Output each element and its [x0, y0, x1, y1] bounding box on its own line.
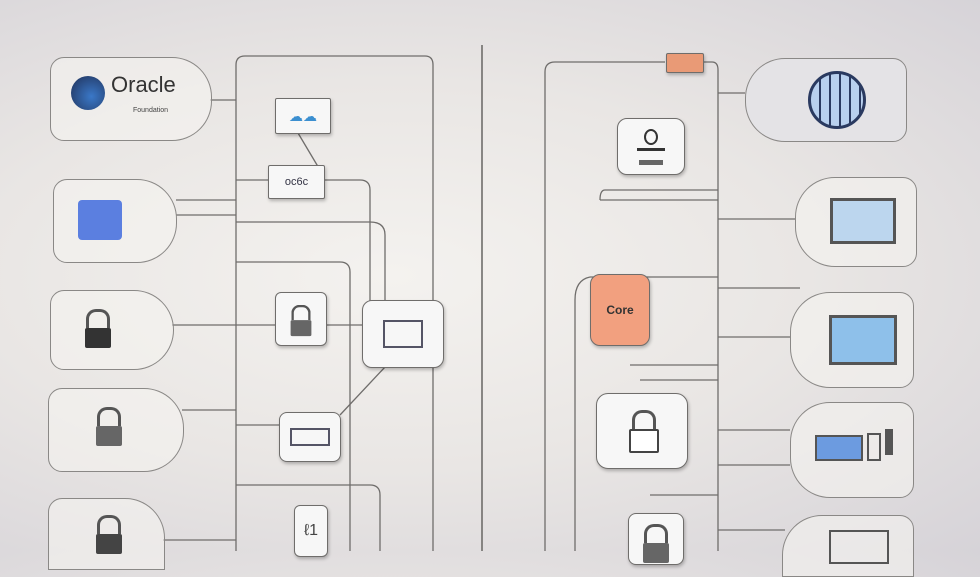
lock-icon	[290, 304, 312, 337]
node-label: oc6c	[284, 176, 309, 188]
laptop-card-1[interactable]	[795, 177, 917, 267]
lock-node[interactable]	[275, 292, 327, 346]
server-icon	[78, 200, 122, 240]
orange-tag[interactable]	[666, 53, 704, 73]
brand-name: Oracle	[111, 72, 176, 97]
file-icon: ℓ1	[303, 522, 319, 539]
connector-lines	[163, 45, 800, 551]
devices-card[interactable]	[790, 402, 914, 498]
cloud-icon: ☁☁	[289, 107, 317, 124]
laptop-card-2[interactable]	[790, 292, 914, 388]
lock-icon	[96, 407, 122, 446]
monitor-icon	[829, 530, 889, 564]
document-icon	[383, 320, 423, 348]
server-card[interactable]	[53, 179, 177, 263]
cloud-node[interactable]: ☁☁	[275, 98, 331, 134]
label-node[interactable]: oc6c	[268, 165, 325, 199]
laptop-icon	[830, 198, 896, 244]
oracle-card[interactable]: Oracle Foundation	[50, 57, 212, 141]
core-node[interactable]: Core	[590, 274, 650, 346]
lock-icon	[643, 524, 669, 563]
lock-card-2[interactable]	[48, 388, 184, 472]
file-node[interactable]: ℓ1	[294, 505, 328, 557]
devices-icon	[815, 435, 863, 461]
user-node[interactable]	[617, 118, 685, 175]
globe-icon	[808, 71, 866, 129]
lock-card-1[interactable]	[50, 290, 174, 370]
card-node[interactable]	[279, 412, 341, 462]
lock-icon	[85, 309, 111, 348]
oracle-logo-icon	[71, 76, 105, 110]
globe-card[interactable]	[745, 58, 907, 142]
brand-subtitle: Foundation	[133, 107, 169, 114]
bottom-right-card[interactable]	[782, 515, 914, 577]
lock-node-right-2[interactable]	[628, 513, 684, 565]
card-icon	[290, 428, 330, 446]
document-node[interactable]	[362, 300, 444, 368]
user-icon	[644, 128, 658, 145]
lock-card-3[interactable]	[48, 498, 165, 570]
monitor-icon	[829, 315, 897, 365]
core-label: Core	[606, 303, 634, 317]
lock-icon	[629, 410, 659, 453]
lock-icon	[96, 515, 122, 554]
lock-node-right[interactable]	[596, 393, 688, 469]
